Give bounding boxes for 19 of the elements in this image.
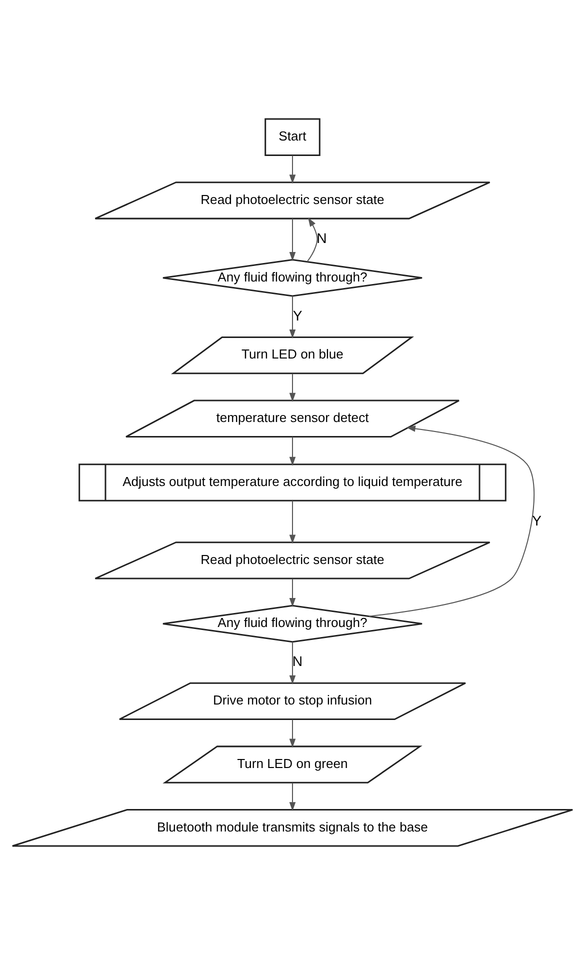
arrow <box>289 374 296 402</box>
arrow <box>289 642 296 684</box>
node-diamond: Any fluid flowing through? <box>162 604 423 643</box>
edge-label: N <box>292 653 303 670</box>
edge-label: N <box>316 230 327 246</box>
arrow <box>289 578 296 608</box>
arrow <box>368 426 534 617</box>
arrow <box>289 720 296 748</box>
arrow <box>289 296 296 339</box>
arrow <box>306 218 318 262</box>
arrow <box>289 156 296 184</box>
edge-label: Y <box>292 307 302 324</box>
arrow <box>289 500 296 544</box>
edge-label: Y <box>532 512 542 528</box>
node-box: Start <box>264 118 320 156</box>
arrow <box>289 218 296 262</box>
arrow <box>289 436 296 466</box>
node-diamond: Any fluid flowing through? <box>162 259 423 297</box>
arrow <box>289 782 296 812</box>
